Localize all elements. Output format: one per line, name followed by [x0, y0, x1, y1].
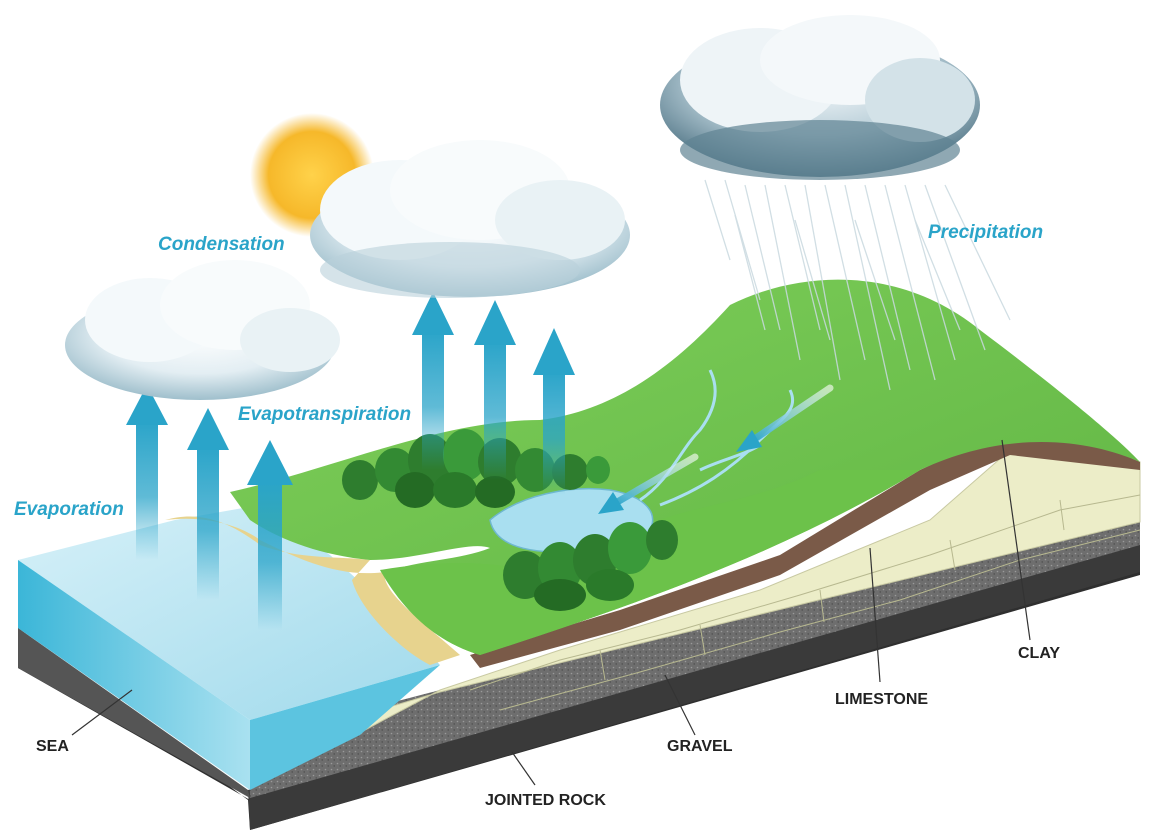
clay-label: CLAY: [1018, 645, 1060, 662]
leader-lines: [71, 439, 1031, 786]
limestone-leader: [869, 547, 881, 683]
grass-land: [230, 279, 1140, 655]
sea-front: [18, 560, 250, 790]
sea-leader: [71, 689, 133, 736]
clay-leader: [1001, 439, 1031, 641]
rain: [704, 179, 1011, 391]
gravel-left: [18, 628, 250, 798]
jointed-rock-front: [248, 540, 1140, 830]
cloud-rain: [660, 15, 980, 180]
cloud-middle: [310, 140, 630, 298]
limestone-joints: [469, 494, 1141, 711]
evaporation-arrows: [126, 385, 293, 630]
forest-lower: [503, 520, 678, 611]
gravel-leader: [664, 674, 696, 736]
jointed-rock-leader: [511, 751, 536, 786]
clay-layer: [470, 428, 1140, 668]
evaporation-arrow: [126, 385, 168, 560]
sea-side: [250, 665, 440, 790]
gravel-label: GRAVEL: [667, 738, 733, 755]
jointed-rock-label: JOINTED ROCK: [485, 792, 606, 809]
gravel-layer: [248, 520, 1140, 798]
beach: [165, 516, 460, 665]
evapotranspiration-arrow: [533, 328, 575, 495]
sea-surface: [18, 505, 440, 720]
evaporation-label: Evaporation: [14, 499, 124, 520]
evapotranspiration-arrow: [412, 292, 454, 470]
evaporation-arrow: [187, 408, 229, 600]
limestone-label: LIMESTONE: [835, 691, 928, 708]
runoff-arrows: [598, 384, 834, 514]
condensation-label: Condensation: [158, 234, 285, 255]
evapotranspiration-arrows: [412, 292, 575, 495]
evaporation-arrow: [247, 440, 293, 630]
precipitation-label: Precipitation: [928, 222, 1043, 243]
grass-lower: [380, 470, 920, 655]
evapotranspiration-label: Evapotranspiration: [238, 404, 411, 425]
sea-label: SEA: [36, 738, 69, 755]
evapotranspiration-arrow: [474, 300, 516, 480]
cloud-left: [65, 260, 340, 400]
